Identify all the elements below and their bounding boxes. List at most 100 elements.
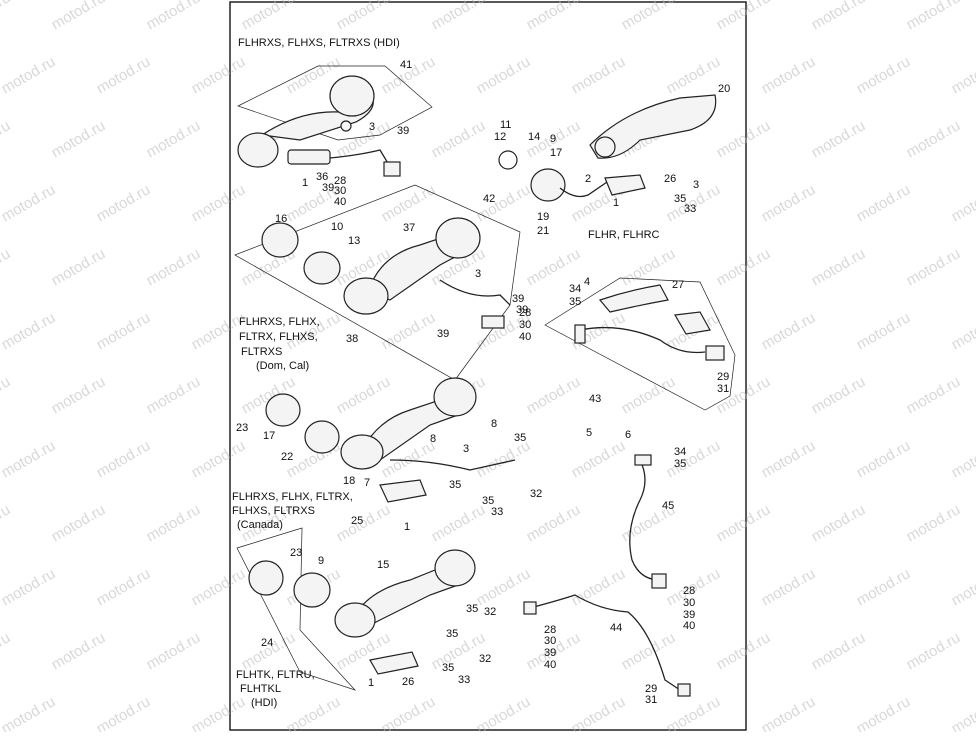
watermark-text: motod.ru bbox=[759, 437, 819, 481]
watermark-text: motod.ru bbox=[144, 373, 204, 417]
callout-number: 1 bbox=[368, 677, 374, 689]
model-caption: FLHRXS, FLHXS, FLTRXS (HDI) bbox=[238, 37, 400, 49]
watermark-text: motod.ru bbox=[714, 501, 774, 545]
callout-number: 27 bbox=[672, 279, 684, 291]
watermark-text: motod.ru bbox=[189, 437, 249, 481]
watermark-text: motod.ru bbox=[524, 501, 584, 545]
callout-number: 23 bbox=[290, 547, 302, 559]
callout-number: 17 bbox=[550, 147, 562, 159]
watermark-text: motod.ru bbox=[49, 245, 109, 289]
callout-number: 4 bbox=[584, 276, 590, 288]
watermark-text: motod.ru bbox=[714, 0, 774, 33]
watermark-text: motod.ru bbox=[619, 245, 679, 289]
model-caption: FLHRXS, FLHX, bbox=[239, 316, 320, 328]
watermark-text: motod.ru bbox=[809, 117, 869, 161]
watermark-text: motod.ru bbox=[619, 0, 679, 33]
callout-number: 9 bbox=[550, 133, 556, 145]
watermark-text: motod.ru bbox=[284, 693, 344, 732]
callout-number: 9 bbox=[318, 555, 324, 567]
callout-number: 32 bbox=[484, 606, 496, 618]
callout-number: 28 bbox=[683, 585, 695, 597]
callout-number: 8 bbox=[430, 433, 436, 445]
model-caption: FLHTK, FLTRU, bbox=[236, 669, 315, 681]
watermark-text: motod.ru bbox=[619, 629, 679, 673]
callout-number: 33 bbox=[458, 674, 470, 686]
callout-number: 32 bbox=[530, 488, 542, 500]
callout-number: 28 bbox=[519, 307, 531, 319]
watermark-text: motod.ru bbox=[809, 373, 869, 417]
model-caption: FLHRXS, FLHX, FLTRX, bbox=[232, 491, 353, 503]
callout-number: 18 bbox=[343, 475, 355, 487]
callout-number: 31 bbox=[645, 694, 657, 706]
watermark-text: motod.ru bbox=[759, 693, 819, 732]
watermark-text: motod.ru bbox=[949, 565, 976, 609]
callout-number: 5 bbox=[586, 427, 592, 439]
watermark-text: motod.ru bbox=[524, 0, 584, 33]
callout-number: 26 bbox=[664, 173, 676, 185]
watermark-text: motod.ru bbox=[144, 117, 204, 161]
watermark-text: motod.ru bbox=[189, 53, 249, 97]
callout-number: 23 bbox=[236, 422, 248, 434]
watermark-text: motod.ru bbox=[809, 0, 869, 33]
watermark-text: motod.ru bbox=[0, 245, 13, 289]
turn-signal-bar-18 bbox=[266, 378, 515, 502]
watermark-text: motod.ru bbox=[949, 693, 976, 732]
watermark-text: motod.ru bbox=[429, 0, 489, 33]
callout-number: 15 bbox=[377, 559, 389, 571]
watermark-text: motod.ru bbox=[0, 309, 58, 353]
callout-number: 30 bbox=[683, 597, 695, 609]
model-caption: FLTRX, FLHXS, bbox=[239, 331, 318, 343]
callout-number: 40 bbox=[683, 620, 695, 632]
callout-number: 39 bbox=[544, 647, 556, 659]
watermark-text: motod.ru bbox=[904, 117, 964, 161]
callout-number: 33 bbox=[491, 506, 503, 518]
callout-number: 7 bbox=[364, 477, 370, 489]
callout-number: 14 bbox=[528, 131, 540, 143]
watermark-text: motod.ru bbox=[569, 53, 629, 97]
callout-number: 30 bbox=[544, 635, 556, 647]
watermark-text: motod.ru bbox=[334, 373, 394, 417]
watermark-text: motod.ru bbox=[949, 181, 976, 225]
watermark-text: motod.ru bbox=[379, 693, 439, 732]
callout-number: 35 bbox=[674, 458, 686, 470]
callout-number: 38 bbox=[346, 333, 358, 345]
watermark-text: motod.ru bbox=[0, 0, 13, 33]
watermark-text: motod.ru bbox=[49, 117, 109, 161]
callout-number: 11 bbox=[500, 119, 511, 131]
watermark-text: motod.ru bbox=[0, 181, 58, 225]
watermark-text: motod.ru bbox=[854, 309, 914, 353]
watermark-text: motod.ru bbox=[569, 565, 629, 609]
watermark-text: motod.ru bbox=[524, 373, 584, 417]
model-caption: FLTRXS bbox=[241, 346, 282, 358]
callout-number: 26 bbox=[402, 676, 414, 688]
callout-number: 34 bbox=[674, 446, 686, 458]
watermark-text: motod.ru bbox=[569, 693, 629, 732]
watermark-text: motod.ru bbox=[664, 693, 724, 732]
model-caption: (HDI) bbox=[251, 697, 277, 709]
callout-number: 35 bbox=[449, 479, 461, 491]
callout-number: 39 bbox=[397, 125, 409, 137]
callout-number: 40 bbox=[544, 659, 556, 671]
callout-number: 16 bbox=[275, 213, 287, 225]
callout-number: 3 bbox=[463, 443, 469, 455]
callout-number: 17 bbox=[263, 430, 275, 442]
watermark-text: motod.ru bbox=[664, 437, 724, 481]
callout-number: 1 bbox=[302, 177, 308, 189]
callout-number: 1 bbox=[404, 521, 410, 533]
watermark-text: motod.ru bbox=[0, 373, 13, 417]
callout-number: 35 bbox=[466, 603, 478, 615]
callout-number: 19 bbox=[537, 211, 549, 223]
callout-number: 44 bbox=[610, 622, 622, 634]
watermark-text: motod.ru bbox=[809, 245, 869, 289]
watermark-text: motod.ru bbox=[759, 309, 819, 353]
watermark-text: motod.ru bbox=[474, 53, 534, 97]
watermark-text: motod.ru bbox=[0, 117, 13, 161]
watermark-text: motod.ru bbox=[94, 53, 154, 97]
callout-number: 8 bbox=[491, 418, 497, 430]
watermark-text: motod.ru bbox=[0, 693, 58, 732]
callout-number: 30 bbox=[519, 319, 531, 331]
watermark-text: motod.ru bbox=[714, 629, 774, 673]
watermark-text: motod.ru bbox=[49, 629, 109, 673]
